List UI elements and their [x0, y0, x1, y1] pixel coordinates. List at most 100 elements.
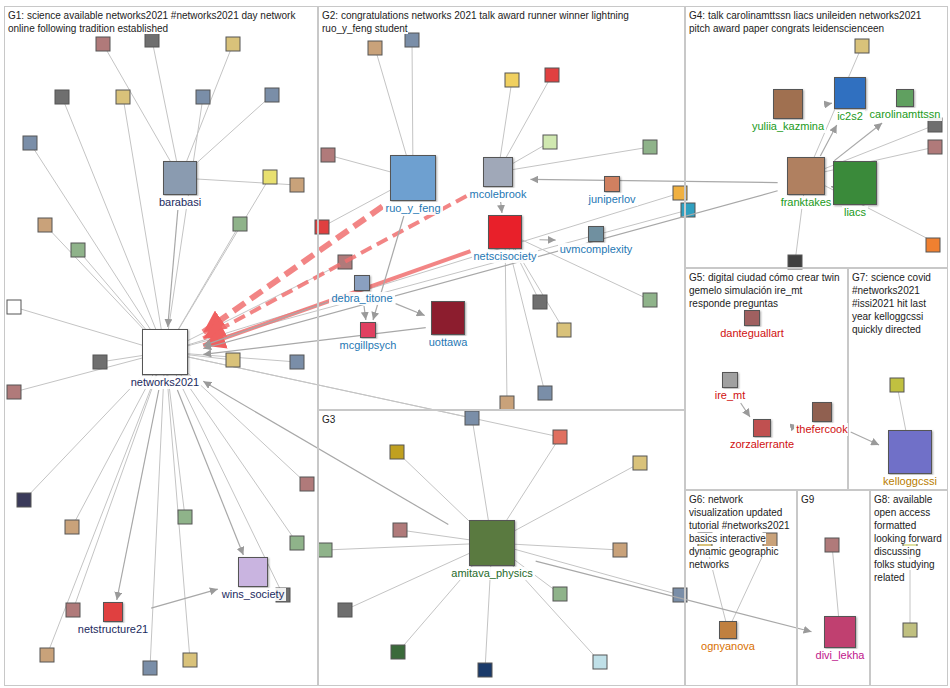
account-vertex: danteguallart — [718, 310, 786, 340]
vertex-label: debra_titone — [329, 292, 394, 305]
avatar-image — [744, 310, 760, 326]
avatar-image — [66, 603, 80, 617]
account-vertex: carolinamttssn — [868, 89, 943, 121]
vertex-label: wins_society — [220, 588, 286, 601]
background-link — [180, 44, 233, 178]
account-vertex: juniperlov — [586, 176, 637, 206]
avatar-image — [65, 520, 79, 534]
mention-edge — [501, 202, 502, 213]
avatar-image — [55, 90, 69, 104]
avatar-image — [465, 411, 479, 425]
account-vertex: divi_lekha — [814, 616, 867, 662]
group-title: G4: talk carolinamttssn liacs unileiden … — [689, 10, 921, 34]
account-vertex: yuliia_kazmina — [750, 89, 826, 133]
account-vertex: barabasi — [157, 161, 203, 209]
avatar-image — [7, 300, 21, 314]
avatar-image — [833, 161, 877, 205]
avatar-image — [226, 37, 240, 51]
group-title: G9 — [801, 494, 814, 505]
avatar-image — [318, 543, 332, 557]
account-vertex: debra_titone — [329, 275, 394, 305]
vertex-label: ruo_y_feng — [383, 202, 442, 215]
mention-edge — [117, 390, 159, 600]
avatar-image — [96, 37, 110, 51]
avatar-image — [40, 648, 54, 662]
group-panel: G6: network visualization updated tutori… — [685, 490, 797, 686]
group-title: G1: science available networks2021 #netw… — [8, 10, 295, 34]
avatar-image — [896, 89, 914, 107]
avatar-image — [593, 655, 607, 669]
account-vertex: ognyanova — [699, 621, 757, 653]
avatar-image — [391, 645, 405, 659]
vertex-label: networks2021 — [129, 376, 202, 389]
group-panel: G2: congratulations networks 2021 talk a… — [318, 6, 685, 410]
group-title: G5: digital ciudad cómo crear twin gemel… — [689, 272, 840, 309]
avatar-image — [543, 135, 557, 149]
account-vertex: ire_mt — [713, 372, 748, 402]
vertex-label: barabasi — [157, 196, 203, 209]
avatar-image — [290, 536, 304, 550]
avatar-image — [393, 523, 407, 537]
avatar-image — [368, 41, 382, 55]
background-link — [910, 545, 911, 630]
account-vertex: networks2021 — [129, 329, 202, 389]
avatar-image — [613, 543, 627, 557]
avatar-image — [405, 33, 419, 47]
vertex-label: ognyanova — [699, 640, 757, 653]
background-link — [165, 352, 190, 660]
mention-edge — [834, 123, 882, 161]
avatar-image — [23, 136, 37, 150]
background-link — [123, 97, 165, 352]
avatar-image — [604, 176, 620, 192]
mention-edge — [203, 381, 448, 524]
mention-edge — [396, 304, 425, 316]
account-vertex: wins_society — [220, 557, 286, 601]
background-link — [73, 352, 165, 610]
avatar-image — [643, 293, 657, 307]
mention-edge — [168, 210, 178, 327]
mention-edge — [539, 239, 555, 241]
avatar-image — [643, 140, 657, 154]
avatar-image — [478, 663, 492, 677]
vertex-label: carolinamttssn — [868, 108, 943, 121]
avatar-image — [263, 170, 277, 184]
avatar-image — [553, 430, 567, 444]
background-link — [103, 44, 180, 178]
avatar-image — [300, 477, 314, 491]
avatar-image — [290, 355, 304, 369]
vertex-label: ic2s2 — [835, 110, 865, 123]
vertex-label: danteguallart — [718, 327, 786, 340]
avatar-image — [233, 217, 247, 231]
group-panel: G7: science covid #networks2021 #issi202… — [848, 268, 948, 490]
avatar-image — [488, 215, 522, 249]
group-panel: G1: science available networks2021 #netw… — [4, 6, 318, 686]
account-vertex: amitava_physics — [449, 520, 534, 580]
group-title: G6: network visualization updated tutori… — [689, 494, 790, 570]
account-vertex: ruo_y_feng — [383, 155, 442, 215]
mention-edge — [530, 179, 777, 182]
avatar-image — [71, 243, 85, 257]
avatar-image — [145, 33, 159, 47]
vertex-label: amitava_physics — [449, 567, 534, 580]
avatar-image — [834, 77, 866, 109]
background-link — [30, 143, 165, 352]
account-vertex: ic2s2 — [834, 77, 866, 123]
group-title: G3 — [322, 414, 335, 425]
avatar-image — [588, 226, 604, 242]
background-link — [498, 147, 650, 172]
avatar-image — [360, 322, 376, 338]
avatar-image — [825, 538, 839, 552]
avatar-image — [553, 587, 567, 601]
account-vertex: zorzalerrante — [728, 419, 796, 451]
avatar-image — [928, 140, 942, 154]
avatar-image — [903, 623, 917, 637]
group-panel: G3 amitava_physics — [318, 410, 685, 686]
account-vertex: mcgillpsych — [338, 322, 399, 352]
vertex-label: netstructure21 — [76, 623, 150, 636]
avatar-image — [533, 295, 547, 309]
avatar-image — [505, 73, 519, 87]
background-link — [62, 97, 165, 352]
mention-edge — [827, 103, 832, 105]
group-title: G8: available open access formatted look… — [874, 494, 942, 583]
account-vertex: thefercook — [794, 402, 849, 436]
